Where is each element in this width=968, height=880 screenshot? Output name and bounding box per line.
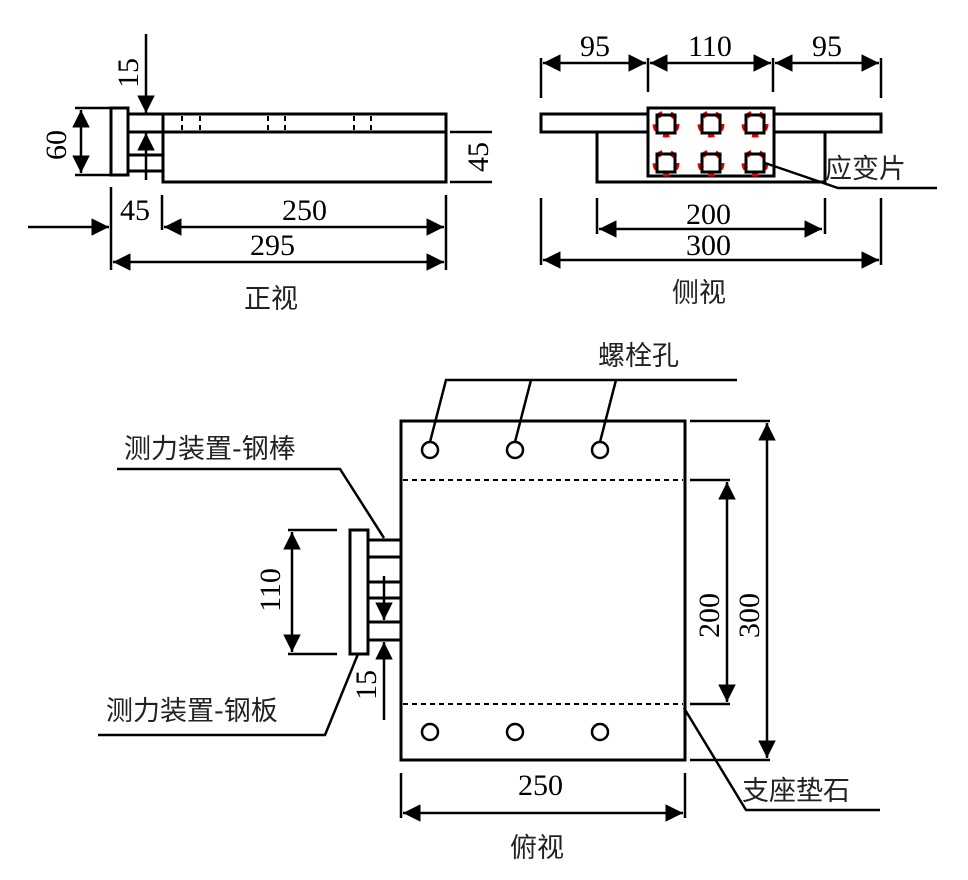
front-dim-45-height: 45 xyxy=(462,142,495,172)
strain-gauge xyxy=(700,113,722,135)
bolt-hole xyxy=(505,440,525,460)
side-view-title: 侧视 xyxy=(672,278,726,309)
strain-gauge-ring xyxy=(652,149,680,177)
front-bolt-hidden-lines xyxy=(181,116,372,130)
side-view: 应变片 95 110 95 200 300 侧视 xyxy=(539,30,937,309)
side-pad-block xyxy=(595,132,827,184)
strain-gauge-label: 应变片 xyxy=(825,154,906,185)
top-steel-plate xyxy=(348,528,370,656)
front-dim-15: 15 xyxy=(112,58,145,88)
front-pad-block xyxy=(161,112,448,184)
steel-plate-leader xyxy=(98,653,360,737)
front-view: 15 60 45 45 250 295 正视 xyxy=(28,34,495,315)
top-dim-110: 110 xyxy=(254,568,287,612)
top-pad-stone xyxy=(399,419,687,762)
top-dim-15: 15 xyxy=(350,670,383,700)
top-dim-300: 300 xyxy=(733,593,766,638)
side-dim-95-left: 95 xyxy=(580,30,610,63)
strain-gauge-ring xyxy=(741,110,769,138)
strain-gauge xyxy=(744,152,766,174)
bolt-hole-label: 螺栓孔 xyxy=(598,341,679,372)
side-dim-300: 300 xyxy=(686,229,731,262)
front-dim-295: 295 xyxy=(250,229,295,262)
bolt-holes xyxy=(420,440,610,742)
bolt-hole xyxy=(420,440,440,460)
strain-gauge xyxy=(744,113,766,135)
front-dim-60: 60 xyxy=(40,130,73,160)
bolt-hole xyxy=(420,722,440,742)
front-dim-250: 250 xyxy=(282,194,327,227)
bolt-hole-leader xyxy=(428,378,737,443)
steel-bar-label: 测力装置-钢棒 xyxy=(124,434,296,465)
top-dim-250: 250 xyxy=(518,769,563,802)
front-view-title: 正视 xyxy=(244,284,298,315)
strain-gauge-ring xyxy=(652,110,680,138)
strain-gauge-ring xyxy=(697,110,725,138)
top-view: 螺栓孔 15 测力装置-钢棒 测力装置-钢板 110 20 xyxy=(98,341,880,864)
strain-gauge-leader xyxy=(764,161,937,190)
side-dim-110: 110 xyxy=(688,30,732,63)
side-dim-95-right: 95 xyxy=(812,30,842,63)
top-view-title: 俯视 xyxy=(510,833,564,864)
strain-gauge xyxy=(655,113,677,135)
bolt-hole xyxy=(590,722,610,742)
front-steel-plate xyxy=(109,106,130,177)
steel-plate-label: 测力装置-钢板 xyxy=(106,696,278,727)
strain-gauges xyxy=(652,110,769,177)
strain-gauge-ring xyxy=(697,149,725,177)
side-dim-200: 200 xyxy=(686,198,731,231)
pad-stone-leader xyxy=(682,707,880,812)
bolt-hole xyxy=(505,722,525,742)
side-steel-plate xyxy=(646,106,776,178)
pad-stone-label: 支座垫石 xyxy=(742,776,850,807)
top-dim-200: 200 xyxy=(693,593,726,638)
bolt-hole xyxy=(590,440,610,460)
steel-bar-leader xyxy=(117,467,386,539)
front-dim-45: 45 xyxy=(120,194,150,227)
strain-gauge xyxy=(700,152,722,174)
strain-gauge xyxy=(655,152,677,174)
